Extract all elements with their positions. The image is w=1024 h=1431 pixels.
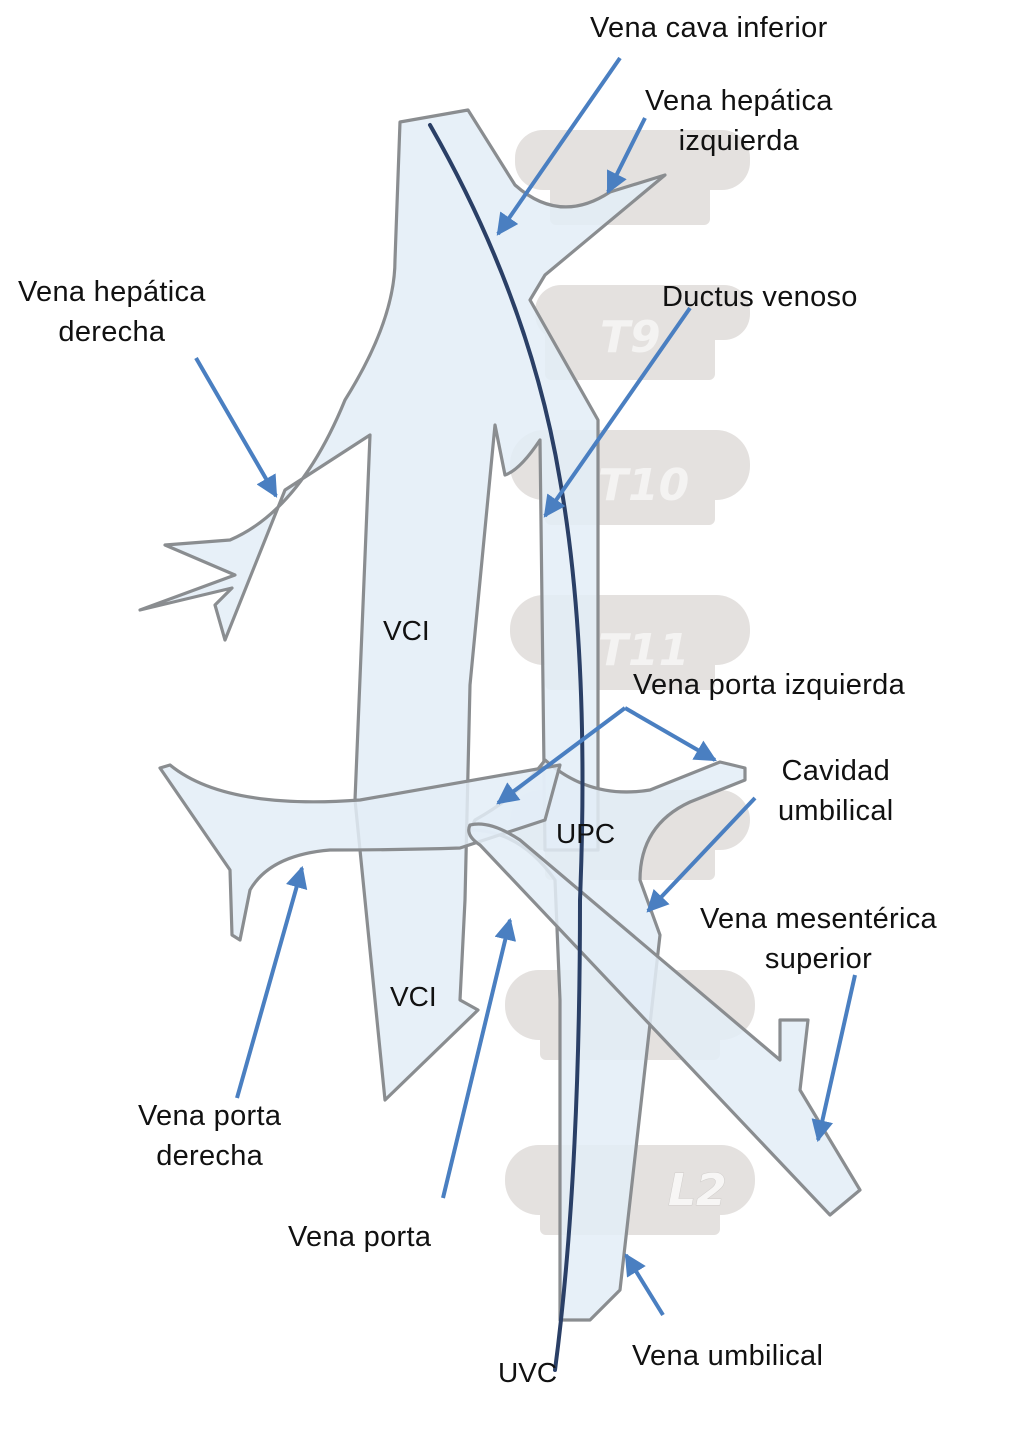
label-ductus-venosus: Ductus venoso: [662, 277, 858, 317]
label-uvc: UVC: [498, 1357, 557, 1388]
arrow-left-portal-b: [623, 706, 717, 762]
label-right-hepatic-line2: derecha: [58, 316, 166, 348]
label-upc: UPC: [556, 818, 615, 849]
vertebra-label-t9: T9: [600, 312, 661, 363]
label-left-portal-vein: Vena porta izquierda: [633, 665, 905, 705]
arrow-ivc: [496, 56, 622, 236]
label-left-hepatic-line2: izquierda: [678, 125, 800, 157]
label-umbilical-recess-line2: umbilical: [778, 795, 894, 827]
arrow-right-hepatic: [194, 356, 278, 498]
right-portal-vein: [158, 763, 562, 942]
label-vci-lower: VCI: [390, 981, 437, 1012]
arrow-ductus: [543, 306, 692, 518]
label-ivc-text: Vena cava inferior: [590, 12, 828, 44]
label-right-portal-line1: Vena porta: [138, 1100, 282, 1132]
label-smv-line1: Vena mesentérica: [700, 903, 937, 935]
arrow-right-portal: [235, 865, 308, 1099]
arrow-smv: [811, 974, 857, 1143]
vertebra-t9-body: [545, 325, 715, 380]
pointer-arrows: [194, 56, 857, 1317]
arrow-umbilical-vein: [624, 1253, 665, 1317]
label-umbilical-vein: Vena umbilical: [632, 1336, 823, 1376]
label-umbilical-recess-line1: Cavidad: [781, 755, 890, 787]
label-superior-mesenteric-vein: Vena mesentérica superior: [700, 899, 937, 979]
inferior-vena-cava-upper: [138, 108, 667, 1102]
label-left-portal-text: Vena porta izquierda: [633, 669, 906, 701]
label-portal-text: Vena porta: [288, 1221, 432, 1253]
label-right-hepatic-vein: Vena hepática derecha: [18, 272, 206, 352]
label-left-hepatic-line1: Vena hepática: [645, 85, 833, 117]
label-umbilical-vein-text: Vena umbilical: [632, 1340, 824, 1372]
label-portal-vein: Vena porta: [288, 1217, 431, 1257]
arrow-portal: [441, 917, 517, 1199]
main-portal-superior-mesenteric-vein: [467, 822, 862, 1217]
label-right-portal-line2: derecha: [156, 1140, 264, 1172]
label-ductus-text: Ductus venoso: [662, 281, 858, 313]
arrow-umbilical-recess: [646, 796, 757, 913]
vertebra-label-l2: L2: [668, 1165, 727, 1216]
label-ivc: Vena cava inferior: [590, 8, 828, 48]
arrow-left-portal-a: [496, 706, 627, 805]
label-umbilical-recess: Cavidad umbilical: [778, 751, 894, 831]
umbilical-venous-catheter: [428, 123, 585, 1372]
label-left-hepatic-vein: Vena hepática izquierda: [645, 81, 833, 161]
vertebra-label-t10: T10: [598, 460, 689, 511]
label-right-hepatic-line1: Vena hepática: [18, 276, 206, 308]
label-smv-line2: superior: [764, 943, 873, 975]
label-right-portal-vein: Vena porta derecha: [138, 1096, 281, 1176]
label-vci-upper: VCI: [383, 615, 430, 646]
vertebra-label-t11: T11: [598, 625, 689, 676]
arrow-left-hepatic: [606, 117, 647, 194]
